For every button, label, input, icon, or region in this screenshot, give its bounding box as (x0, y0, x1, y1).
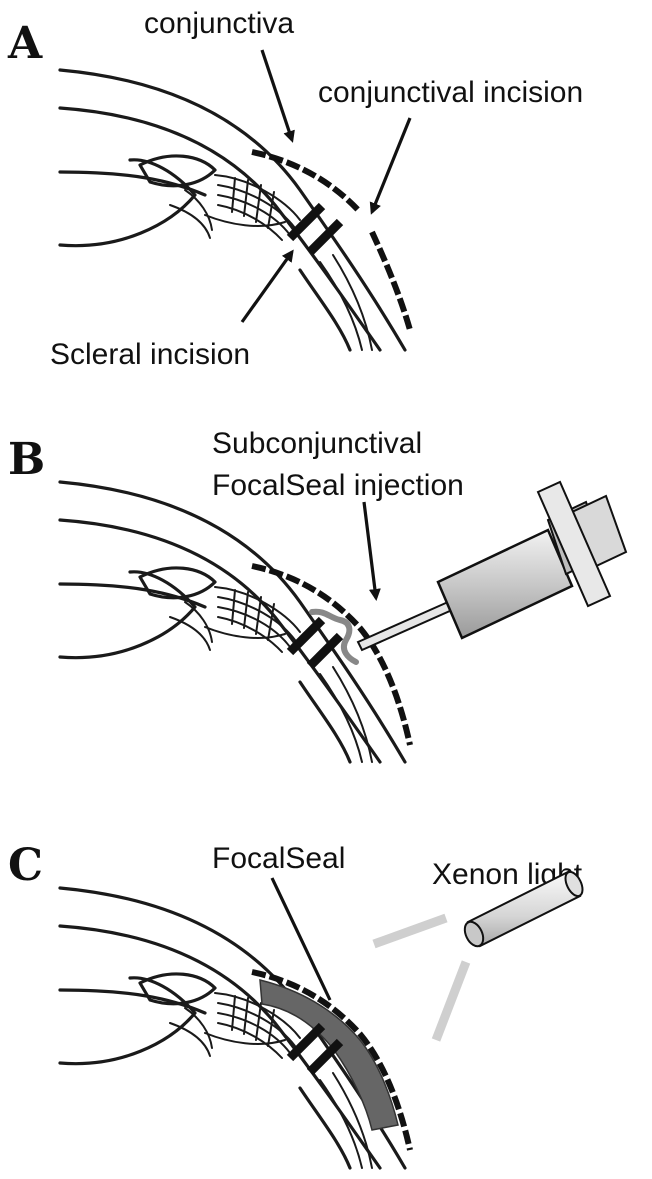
scleral-incision-mark (290, 206, 322, 238)
panel-a-letter: A (7, 18, 43, 69)
conjunctiva-layer-b (252, 566, 410, 745)
scleral-incision-arrow (242, 252, 292, 322)
conjunctiva-label: conjunctiva (144, 7, 294, 40)
conjunctival-incision-arrow (372, 118, 410, 212)
scleral-incision-label: Scleral incision (50, 338, 250, 371)
injection-label-line1: Subconjunctival (212, 427, 422, 460)
panel-a: A conjunctiva conjunctival incision Scle… (7, 7, 583, 371)
focalseal-label: FocalSeal (212, 842, 345, 875)
panel-c: C FocalSeal Xenon light (8, 840, 586, 1168)
conjunctiva-arrow (262, 50, 292, 140)
conjunctiva-layer-lower (372, 232, 410, 330)
panel-b: B Subconjunctival FocalSeal injection (8, 427, 626, 762)
panel-c-letter: C (8, 840, 43, 891)
eye-cross-section-a (60, 70, 405, 350)
syringe (358, 482, 626, 650)
panel-b-letter: B (8, 434, 45, 485)
injection-label-line2: FocalSeal injection (212, 469, 464, 502)
light-beam-upper (374, 918, 446, 944)
light-beam-lower (436, 962, 466, 1040)
injection-arrow (364, 502, 376, 598)
conjunctival-incision-label: conjunctival incision (318, 76, 583, 109)
